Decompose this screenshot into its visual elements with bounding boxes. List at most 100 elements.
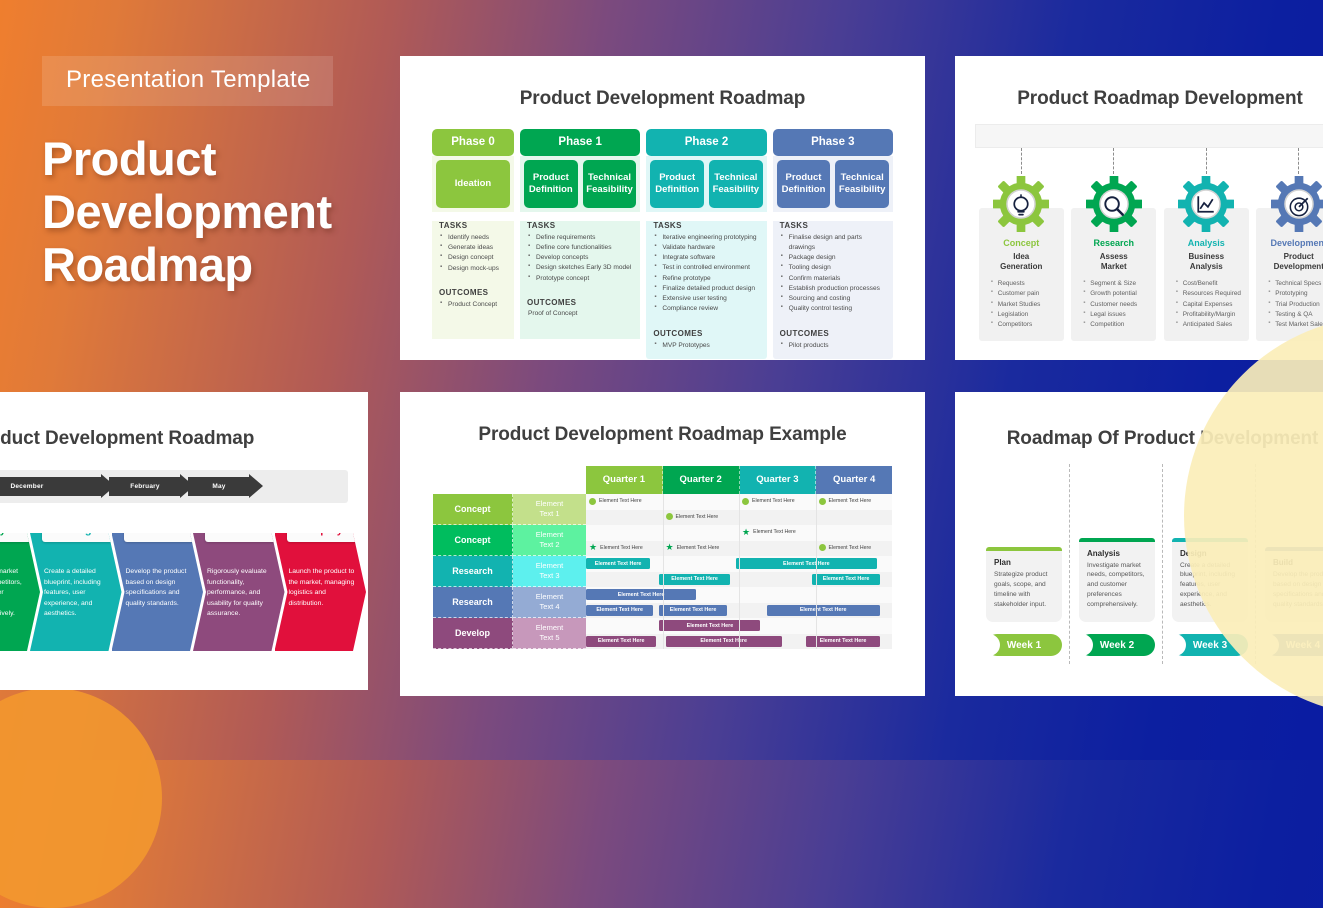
gantt-row-label: Research	[433, 556, 513, 587]
slide-weeks-title: Roadmap Of Product Development	[955, 428, 1323, 450]
gantt-bar[interactable]: Element Text Here	[666, 636, 782, 647]
gantt-milestone[interactable]: Element Text Here	[819, 498, 872, 505]
slide-gantt[interactable]: Product Development Roadmap Example Quar…	[400, 392, 925, 696]
phase-header[interactable]: Phase 2	[646, 129, 766, 156]
task-item: Design sketches Early 3D model	[528, 263, 635, 273]
chevron-tab[interactable]: Design	[42, 517, 118, 542]
gantt-milestone[interactable]: ★Element Text Here	[742, 529, 796, 536]
gantt-bar[interactable]: Element Text Here	[586, 605, 653, 616]
chevron-tab[interactable]: Deploy	[287, 517, 363, 542]
gantt-milestone[interactable]: Element Text Here	[742, 498, 795, 505]
stage-item: Market Studies	[991, 300, 1058, 310]
gantt-gridline	[816, 494, 817, 649]
gantt-milestone[interactable]: Element Text Here	[666, 513, 719, 520]
week-pill[interactable]: Week 4	[1265, 634, 1323, 656]
stage-item: Legislation	[991, 310, 1058, 320]
stage-category: Concept	[985, 238, 1058, 248]
gantt-milestone[interactable]: Element Text Here	[819, 544, 872, 551]
phase-header[interactable]: Phase 0	[432, 129, 514, 156]
week-card-text: Create a detailed blueprint, including f…	[1180, 561, 1240, 610]
chevron-tab[interactable]: Build	[124, 517, 200, 542]
gantt-bar[interactable]: Element Text Here	[586, 558, 650, 569]
slide-weeks[interactable]: Roadmap Of Product Development Plan Stra…	[955, 392, 1323, 696]
chevron-tab[interactable]: Test	[205, 517, 281, 542]
phase-subbox[interactable]: Product Definition	[777, 160, 831, 208]
week-column-3[interactable]: Build Develop the product based on desig…	[1256, 464, 1323, 664]
chevron-step-2[interactable]: Design Create a detailed blueprint, incl…	[30, 533, 122, 651]
task-item: Define requirements	[528, 233, 635, 243]
chevron-step-4[interactable]: Test Rigorously evaluate functionality, …	[193, 533, 285, 651]
gantt-milestone[interactable]: Element Text Here	[589, 498, 642, 505]
phase-header[interactable]: Phase 3	[773, 129, 893, 156]
gantt-bar[interactable]: Element Text Here	[586, 636, 656, 647]
phase-subbox[interactable]: Ideation	[436, 160, 510, 208]
tasks-list: Finalise design and parts drawingsPackag…	[781, 233, 888, 315]
gantt-milestone[interactable]: ★Element Text Here	[666, 544, 720, 551]
quarter-header-3[interactable]: Quarter 4	[816, 466, 892, 494]
week-pill[interactable]: Week 2	[1079, 634, 1155, 656]
phase-subbox[interactable]: Technical Feasibility	[583, 160, 637, 208]
quarter-header-1[interactable]: Quarter 2	[663, 466, 740, 494]
phase-header[interactable]: Phase 1	[520, 129, 640, 156]
timeline-segment-1[interactable]: December	[0, 477, 102, 496]
task-item: Validate hardware	[654, 243, 761, 253]
slide-gears[interactable]: Product Roadmap Development Concept Idea…	[955, 56, 1323, 360]
target-gear-icon	[1271, 176, 1323, 232]
slide-phases[interactable]: Product Development Roadmap Phase 0 Idea…	[400, 56, 925, 360]
gantt-bar[interactable]: Element Text Here	[806, 636, 879, 647]
task-item: Tooling design	[781, 263, 888, 273]
week-column-2[interactable]: Design Create a detailed blueprint, incl…	[1163, 464, 1256, 664]
week-pill[interactable]: Week 1	[986, 634, 1062, 656]
slide-chevrons[interactable]: Product Development Roadmap SeptemberDec…	[0, 392, 368, 690]
gantt-bar[interactable]: Element Text Here	[659, 620, 760, 631]
phase-subbox[interactable]: Product Definition	[650, 160, 704, 208]
gantt-bar[interactable]: Element Text Here	[767, 605, 880, 616]
week-column-0[interactable]: Plan Strategize product goals, scope, an…	[977, 464, 1070, 664]
phase-detail: TASKS Finalise design and parts drawings…	[773, 221, 893, 359]
gantt-bar[interactable]: Element Text Here	[659, 574, 729, 585]
gantt-bar[interactable]: Element Text Here	[812, 574, 879, 585]
timeline-segment-2[interactable]: February	[109, 477, 181, 496]
task-item: Iterative engineering prototyping	[654, 233, 761, 243]
week-card: Analysis Investigate market needs, compe…	[1079, 538, 1155, 622]
phase-subbox[interactable]: Technical Feasibility	[709, 160, 763, 208]
chevron-tab[interactable]: Analysis	[0, 517, 37, 542]
gantt-bar[interactable]: Element Text Here	[659, 605, 726, 616]
gantt-bar[interactable]: Element Text Here	[586, 589, 696, 600]
gantt-bar[interactable]: Element Text Here	[736, 558, 877, 569]
phase-subbox[interactable]: Product Definition	[524, 160, 578, 208]
quarter-header-0[interactable]: Quarter 1	[586, 466, 663, 494]
week-pill[interactable]: Week 3	[1172, 634, 1248, 656]
timeline-segment-3[interactable]: May	[188, 477, 250, 496]
phase-subbox[interactable]: Technical Feasibility	[835, 160, 889, 208]
gantt-milestone[interactable]: ★Element Text Here	[589, 544, 643, 551]
week-column-1[interactable]: Analysis Investigate market needs, compe…	[1070, 464, 1163, 664]
phase-column-0[interactable]: Phase 0 Ideation TASKS Identify needsGen…	[432, 129, 514, 359]
chevron-step-5[interactable]: Deploy Launch the product to the market,…	[275, 533, 367, 651]
task-item: Sourcing and costing	[781, 294, 888, 304]
quarter-header-2[interactable]: Quarter 3	[740, 466, 817, 494]
chevron-step-3[interactable]: Build Develop the product based on desig…	[112, 533, 204, 651]
milestone-star-icon: ★	[589, 544, 597, 551]
magnifier-icon	[1086, 176, 1142, 232]
